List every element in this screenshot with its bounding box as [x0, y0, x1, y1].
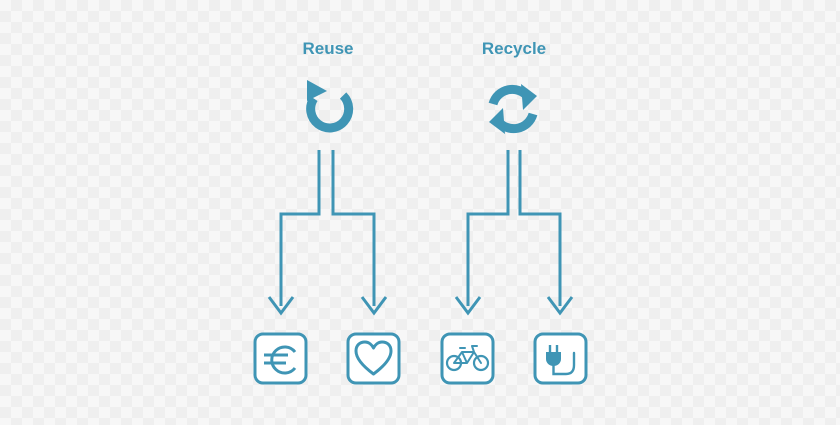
recycle-connector-left [466, 150, 510, 306]
recycle-title: Recycle [482, 39, 546, 58]
recycle-arrowhead-left [454, 296, 482, 316]
reuse-connector-left [279, 150, 321, 306]
reuse-arrowhead-right [360, 296, 388, 316]
reuse-connector-right [331, 150, 376, 306]
power-plug-icon [533, 332, 588, 385]
recycle-arrows-icon [488, 84, 538, 134]
reuse-group: Reuse [253, 39, 401, 385]
bicycle-icon [440, 332, 495, 385]
reuse-title: Reuse [302, 39, 353, 58]
recycle-group: Recycle [440, 39, 588, 385]
euro-icon [253, 332, 308, 385]
circular-arrow-icon [306, 80, 354, 133]
recycle-connector-right [518, 150, 562, 306]
recycle-arrowhead-right [546, 296, 574, 316]
heart-icon [346, 332, 401, 385]
reuse-arrowhead-left [267, 296, 295, 316]
